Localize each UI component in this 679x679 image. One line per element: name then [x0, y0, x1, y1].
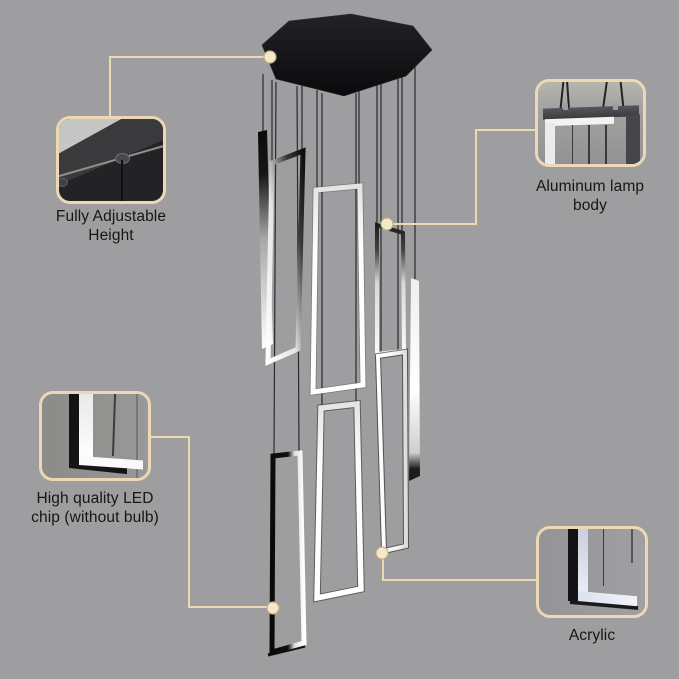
cable-connector	[612, 103, 618, 111]
label-line: High quality LED	[36, 490, 154, 507]
callout-label-adjustable-height: Fully Adjustable Height	[27, 207, 195, 245]
callout-label-led-chip: High quality LED chip (without bulb)	[11, 489, 179, 527]
callout-photo-adjustable-height	[56, 116, 166, 204]
cable	[602, 529, 605, 586]
callout-photo-led-chip	[39, 391, 151, 481]
cable	[631, 529, 633, 564]
pendant-frame-lower-center-shadow	[313, 399, 365, 603]
acrylic-strip-vertical	[578, 529, 588, 595]
connector-line-acrylic	[382, 556, 536, 581]
pendant-bar-right	[409, 278, 420, 481]
callout-photo-acrylic	[536, 526, 648, 618]
callout-label-acrylic: Acrylic	[508, 626, 676, 645]
connector-dots	[263, 50, 394, 615]
cable-connector	[563, 103, 569, 111]
cable	[136, 394, 138, 478]
pendant-frame-center	[310, 183, 366, 395]
connector-line-aluminum-body	[390, 129, 536, 225]
suspension-cables	[262, 64, 416, 457]
pendant-frame-lower-center	[314, 400, 364, 602]
led-strip-left	[545, 123, 555, 164]
led-strip-vertical	[79, 394, 93, 462]
callout-label-aluminum-body: Aluminum lamp body	[506, 177, 674, 215]
cable	[605, 124, 607, 164]
frame-edge-vertical	[68, 394, 80, 464]
connector-dot-adjustable-height	[263, 50, 277, 64]
cable	[571, 124, 574, 164]
connector-dot-acrylic	[375, 546, 389, 560]
hanging-wire	[121, 160, 123, 201]
label-line: Fully Adjustable	[55, 208, 167, 225]
label-line: Acrylic	[568, 627, 616, 644]
frame-edge-vertical	[567, 529, 579, 602]
pendant-frame-lower-left	[269, 450, 307, 656]
cable	[588, 124, 590, 164]
callout-photo-aluminum-body	[535, 79, 646, 167]
aluminum-side-bar	[626, 114, 640, 164]
pendant-frame-right	[375, 349, 409, 554]
label-line: chip (without bulb)	[31, 509, 159, 526]
pendant-frame-upper-left	[265, 147, 306, 366]
wire-gland-small	[59, 178, 68, 188]
connector-line-led-chip	[151, 436, 270, 608]
label-line: Height	[88, 227, 134, 244]
ceiling-canopy	[261, 13, 433, 97]
callout-connectors	[109, 56, 536, 608]
label-line: Aluminum lamp	[535, 178, 645, 195]
label-line: body	[572, 197, 607, 214]
connector-dot-aluminum-body	[380, 217, 394, 231]
connector-dot-led-chip	[266, 601, 280, 615]
cable	[273, 81, 277, 457]
connector-line-adjustable-height	[109, 56, 266, 118]
